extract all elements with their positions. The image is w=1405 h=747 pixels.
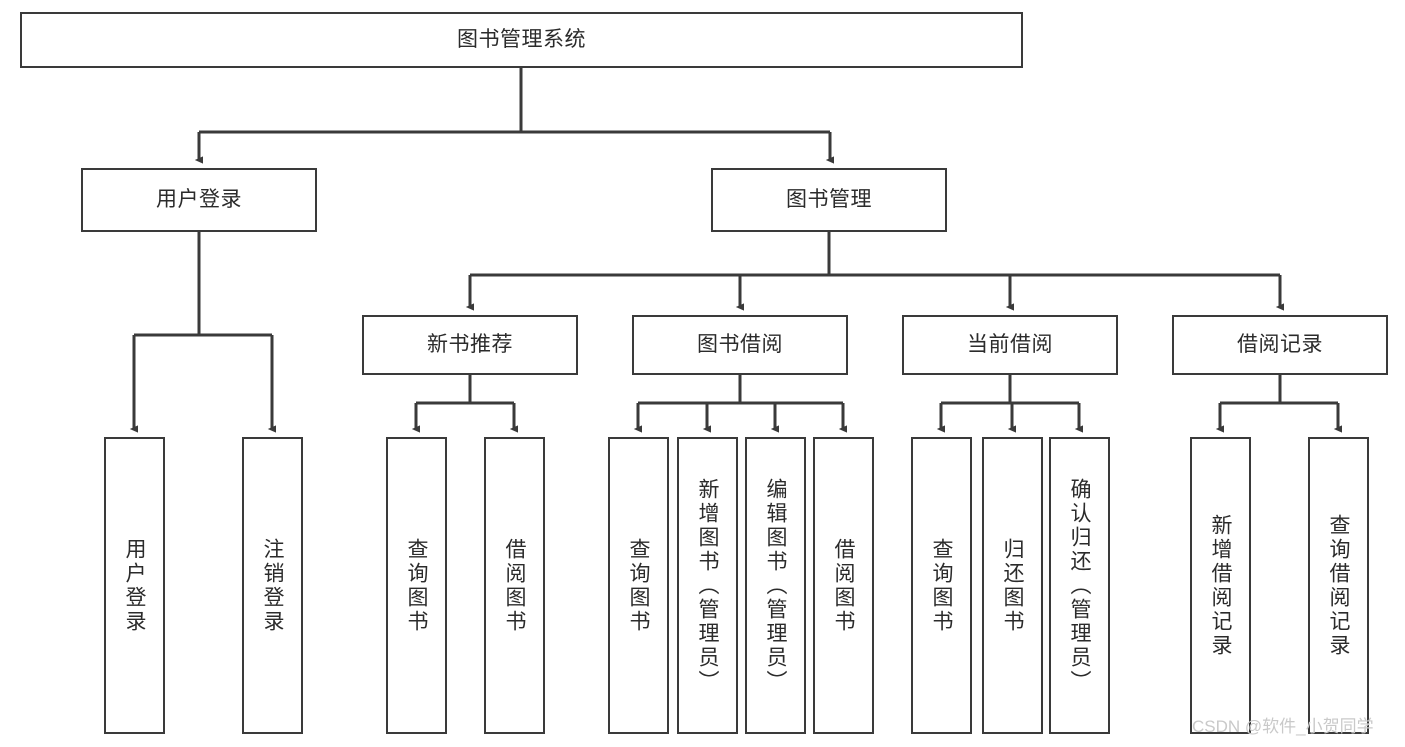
leaf-add-record-label: 新增借阅记录 bbox=[1209, 513, 1232, 658]
node-book-management[interactable]: 图书管理 bbox=[711, 168, 947, 232]
leaf-user-login[interactable]: 用户登录 bbox=[104, 437, 165, 734]
leaf-query-book-1[interactable]: 查询图书 bbox=[386, 437, 447, 734]
leaf-return-book[interactable]: 归还图书 bbox=[982, 437, 1043, 734]
leaf-return-book-label: 归还图书 bbox=[1001, 537, 1024, 634]
leaf-user-login-label: 用户登录 bbox=[123, 537, 146, 634]
leaf-borrow-book-1-label: 借阅图书 bbox=[503, 537, 526, 634]
leaf-borrow-book-2-label: 借阅图书 bbox=[832, 537, 855, 634]
leaf-add-book[interactable]: 新增图书（管理员） bbox=[677, 437, 738, 734]
node-root-label: 图书管理系统 bbox=[457, 27, 586, 51]
node-user-login[interactable]: 用户登录 bbox=[81, 168, 317, 232]
leaf-query-book-2[interactable]: 查询图书 bbox=[608, 437, 669, 734]
node-book-borrow-label: 图书借阅 bbox=[697, 332, 783, 356]
node-borrow-record[interactable]: 借阅记录 bbox=[1172, 315, 1388, 375]
node-borrow-record-label: 借阅记录 bbox=[1237, 332, 1323, 356]
leaf-add-book-label: 新增图书（管理员） bbox=[696, 477, 719, 694]
leaf-borrow-book-2[interactable]: 借阅图书 bbox=[813, 437, 874, 734]
node-new-book-recommend[interactable]: 新书推荐 bbox=[362, 315, 578, 375]
leaf-query-book-1-label: 查询图书 bbox=[405, 537, 428, 634]
leaf-add-record[interactable]: 新增借阅记录 bbox=[1190, 437, 1251, 734]
leaf-query-record[interactable]: 查询借阅记录 bbox=[1308, 437, 1369, 734]
leaf-edit-book[interactable]: 编辑图书（管理员） bbox=[745, 437, 806, 734]
leaf-borrow-book-1[interactable]: 借阅图书 bbox=[484, 437, 545, 734]
leaf-edit-book-label: 编辑图书（管理员） bbox=[764, 477, 787, 694]
node-root[interactable]: 图书管理系统 bbox=[20, 12, 1023, 68]
node-book-borrow[interactable]: 图书借阅 bbox=[632, 315, 848, 375]
leaf-query-book-2-label: 查询图书 bbox=[627, 537, 650, 634]
node-current-borrow-label: 当前借阅 bbox=[967, 332, 1053, 356]
leaf-logout[interactable]: 注销登录 bbox=[242, 437, 303, 734]
leaf-logout-label: 注销登录 bbox=[261, 537, 284, 634]
leaf-query-book-3[interactable]: 查询图书 bbox=[911, 437, 972, 734]
leaf-query-book-3-label: 查询图书 bbox=[930, 537, 953, 634]
csdn-watermark: CSDN @软件_小贺同学 bbox=[1192, 717, 1374, 736]
leaf-query-record-label: 查询借阅记录 bbox=[1327, 513, 1350, 658]
leaf-confirm-return-label: 确认归还（管理员） bbox=[1068, 477, 1091, 694]
leaf-confirm-return[interactable]: 确认归还（管理员） bbox=[1049, 437, 1110, 734]
node-book-management-label: 图书管理 bbox=[786, 187, 872, 211]
node-new-book-recommend-label: 新书推荐 bbox=[427, 332, 513, 356]
node-current-borrow[interactable]: 当前借阅 bbox=[902, 315, 1118, 375]
node-user-login-label: 用户登录 bbox=[156, 187, 242, 211]
